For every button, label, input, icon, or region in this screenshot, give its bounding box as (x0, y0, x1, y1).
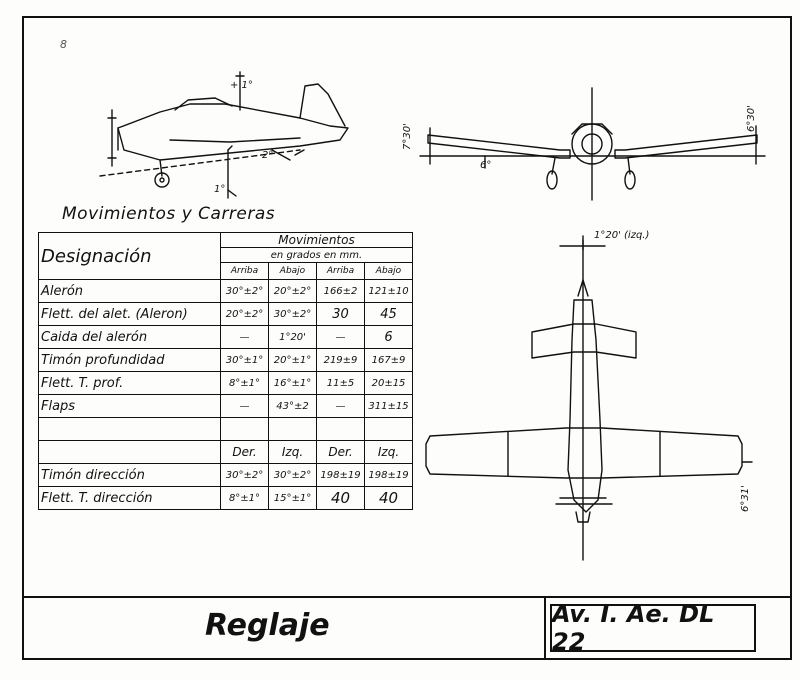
dim-side-angle: 2° (262, 150, 274, 161)
row-value: 8°±1° (220, 486, 269, 510)
dir-header: Izq. (268, 440, 317, 464)
row-value: 30°±2° (268, 463, 317, 487)
title-block (22, 596, 792, 660)
row-value: 1°20' (268, 325, 317, 349)
row-name: Flett. T. prof. (38, 371, 221, 395)
row-value: 20°±2° (268, 279, 317, 303)
col-header: Arriba (220, 262, 269, 280)
table-row: Flett. T. dirección 8°±1° 15°±1° 40 40 (38, 486, 414, 510)
table-row: Timón profundidad 30°±1° 20°±1° 219±9 16… (38, 348, 414, 372)
row-value: 8°±1° (220, 371, 269, 395)
row-name: Flett. T. dirección (38, 486, 221, 510)
table-row: Caida del alerón — 1°20' — 6 (38, 325, 414, 349)
row-value: — (316, 325, 365, 349)
header-subgroup: en grados en mm. (219, 247, 414, 263)
row-value: 30 (316, 302, 365, 326)
row-value: 20°±1° (268, 348, 317, 372)
title-divider (544, 596, 546, 660)
row-name: Timón dirección (38, 463, 221, 487)
table-row: Flaps — 43°±2 — 311±15 (38, 394, 414, 418)
spacer-cell (268, 417, 317, 441)
top-view (425, 235, 753, 561)
dir-header: Der. (220, 440, 269, 464)
dir-header: Izq. (363, 440, 414, 464)
col-header: Abajo (268, 262, 317, 280)
row-value: 219±9 (316, 348, 365, 372)
row-value: 30°±2° (220, 279, 269, 303)
spacer-cell (363, 417, 414, 441)
row-name: Alerón (38, 279, 221, 303)
row-value: 121±10 (363, 279, 414, 303)
row-value: 311±15 (363, 394, 414, 418)
spacer-cell (316, 417, 365, 441)
table-row: Flett. T. prof. 8°±1° 16°±1° 11±5 20±15 (38, 371, 414, 395)
front-view (419, 87, 766, 201)
row-value: 30°±2° (268, 302, 317, 326)
dir-header: Der. (316, 440, 365, 464)
header-group: Movimientos (219, 232, 414, 248)
drawing-title: Reglaje (205, 608, 330, 643)
header-designation: Designación (38, 232, 221, 280)
settings-table: Designación Movimientos en grados en mm.… (38, 232, 414, 510)
dim-top-offset: 1°20' (izq.) (594, 230, 650, 241)
row-value: 43°±2 (268, 394, 317, 418)
table-direction-header-row: Der. Izq. Der. Izq. (38, 440, 414, 464)
row-value: — (316, 394, 365, 418)
section-title: Movimientos y Carreras (62, 204, 276, 224)
row-value: — (220, 325, 269, 349)
dim-side-plus: + 1° (230, 80, 253, 91)
row-value: 6 (363, 325, 414, 349)
table-spacer-row (38, 417, 414, 441)
row-value: 30°±2° (220, 463, 269, 487)
dim-front-center: 6° (480, 160, 492, 171)
row-value: 20±15 (363, 371, 414, 395)
row-value: 198±19 (363, 463, 414, 487)
row-value: 11±5 (316, 371, 365, 395)
row-value: 45 (363, 302, 414, 326)
dim-side-incidence: 1° (214, 184, 226, 195)
row-name: Caida del alerón (38, 325, 221, 349)
row-value: — (220, 394, 269, 418)
row-name: Flaps (38, 394, 221, 418)
row-value: 15°±1° (268, 486, 317, 510)
row-value: 40 (316, 486, 365, 510)
row-name: Flett. del alet. (Aleron) (38, 302, 221, 326)
table-column-header-row: Arriba Abajo Arriba Abajo (39, 262, 414, 280)
dim-top-wingtip: 6°31' (740, 485, 751, 512)
col-header: Arriba (316, 262, 365, 280)
table-header-row: Designación Movimientos (38, 232, 414, 280)
side-view (99, 71, 349, 199)
row-value: 16°±1° (268, 371, 317, 395)
row-value: 167±9 (363, 348, 414, 372)
spacer-cell (38, 417, 221, 441)
col-header: Abajo (363, 262, 414, 280)
row-value: 198±19 (316, 463, 365, 487)
table-row: Alerón 30°±2° 20°±2° 166±2 121±10 (38, 279, 414, 303)
table-row: Flett. del alet. (Aleron) 20°±2° 30°±2° … (38, 302, 414, 326)
row-value: 40 (363, 486, 414, 510)
drawing-code: Av. I. Ae. DL 22 (550, 600, 756, 656)
dim-front-left: 7°30' (402, 123, 413, 150)
row-value: 166±2 (316, 279, 365, 303)
table-row: Timón dirección 30°±2° 30°±2° 198±19 198… (38, 463, 414, 487)
row-name: Timón profundidad (38, 348, 221, 372)
corner-mark: 8 (60, 38, 67, 51)
drawing-frame (22, 16, 792, 660)
dim-front-right: 6°30' (746, 105, 757, 132)
row-value: 20°±2° (220, 302, 269, 326)
direction-header-blank (38, 440, 221, 464)
spacer-cell (220, 417, 269, 441)
row-value: 30°±1° (220, 348, 269, 372)
